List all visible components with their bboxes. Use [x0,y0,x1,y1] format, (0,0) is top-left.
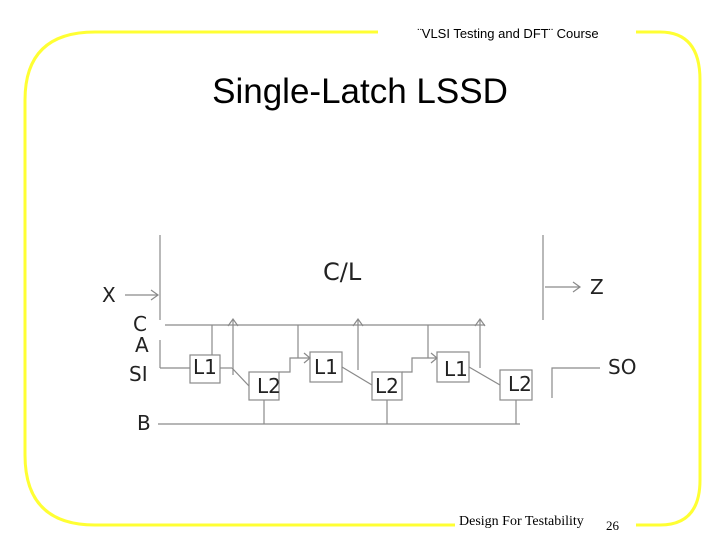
l1-l2-wire-3 [468,366,501,386]
latch-l2-3-label: L2 [508,372,532,396]
latch-l1-1-label: L1 [193,355,217,379]
latch-l1-3-label: L1 [444,357,468,381]
footer-text: Design For Testability [459,514,584,529]
input-c-label: C [133,312,147,336]
l1-l2-diag-1 [231,367,250,387]
latch-l2-2-label: L2 [375,374,399,398]
latch-l1-2 [309,351,343,383]
slide-title: Single-Latch LSSD [212,72,508,111]
latch-l1-3 [436,351,470,383]
l1-l2-wire-2 [341,366,373,386]
latch-l2-1-label: L2 [257,374,281,398]
latch-l1-1 [189,354,221,384]
course-header: ¨VLSI Testing and DFT¨ Course [417,26,599,41]
page-number: 26 [606,518,619,533]
input-x-label: X [102,283,116,307]
scan-arrowhead-1 [303,352,311,364]
input-a-label: A [135,333,149,357]
scan-wire-2 [402,357,437,373]
cl-label: C/L [323,258,362,286]
latch-l2-2 [371,371,403,401]
so-wire [551,367,600,398]
input-si-label: SI [129,362,148,386]
l1-1-out-arrowhead [227,317,239,327]
scan-wire-1 [279,357,310,373]
scan-arrowhead-2 [430,352,438,364]
l1-3-out-arrowhead [474,317,486,327]
l1-2-out-arrowhead [352,317,364,327]
output-so-label: SO [608,355,636,379]
latch-l1-2-label: L1 [314,355,338,379]
input-x-arrowhead [150,289,160,301]
input-b-label: B [137,411,151,435]
output-z-arrowhead [572,281,582,293]
output-z-label: Z [590,275,604,299]
